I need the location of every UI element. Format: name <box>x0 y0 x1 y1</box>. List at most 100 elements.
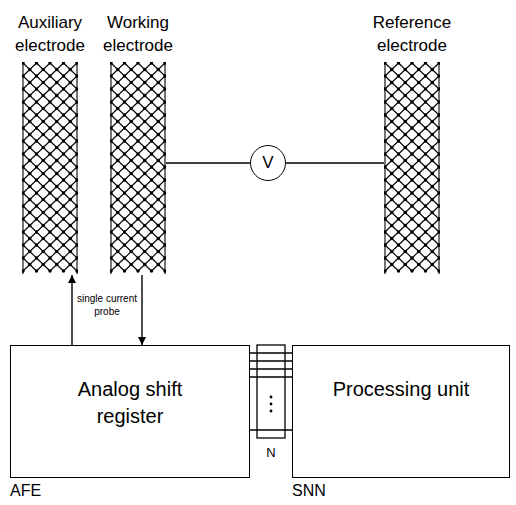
lattice-atom <box>55 146 58 149</box>
lattice-atom <box>404 172 407 175</box>
lattice-atom <box>130 263 133 266</box>
lattice-atom <box>417 237 420 240</box>
lattice-atom <box>431 133 434 136</box>
lattice-atom <box>123 230 126 233</box>
lattice-atom <box>431 81 434 84</box>
connector <box>250 368 292 369</box>
lattice-atom <box>136 256 139 259</box>
lattice-atom <box>42 120 45 123</box>
lattice-atom <box>75 152 78 155</box>
lattice-atom <box>417 172 420 175</box>
lattice-atom <box>143 94 146 97</box>
lattice-atom <box>136 113 139 116</box>
lattice-atom <box>143 81 146 84</box>
lattice-atom <box>22 243 25 246</box>
lattice-atom <box>62 139 65 142</box>
lattice-atom <box>116 211 119 214</box>
lattice-atom <box>150 87 153 90</box>
lattice-atom <box>410 269 413 272</box>
lattice-atom <box>384 243 387 246</box>
lattice-atom <box>116 159 119 162</box>
lattice-atom <box>424 126 427 129</box>
lattice-atom <box>431 159 434 162</box>
lattice-atom <box>48 165 51 168</box>
lattice-atom <box>136 269 139 272</box>
lattice-atom <box>397 62 400 65</box>
lattice-atom <box>384 256 387 259</box>
lattice-atom <box>35 126 38 129</box>
lattice-atom <box>110 152 113 155</box>
lattice-atom <box>424 204 427 207</box>
lattice-atom <box>397 165 400 168</box>
lattice-atom <box>42 198 45 201</box>
ellipsis-dot <box>270 410 273 413</box>
lattice-atom <box>143 211 146 214</box>
lattice-atom <box>150 74 153 77</box>
lattice-atom <box>424 243 427 246</box>
lattice-atom <box>150 178 153 181</box>
lattice-atom <box>42 68 45 71</box>
lattice-atom <box>437 74 440 77</box>
lattice-atom <box>110 100 113 103</box>
lattice-atom <box>136 152 139 155</box>
lattice-atom <box>35 87 38 90</box>
lattice-atom <box>417 250 420 253</box>
lattice-atom <box>22 74 25 77</box>
connector <box>250 429 292 430</box>
lattice-atom <box>390 263 393 266</box>
lattice-atom <box>397 74 400 77</box>
lattice-atom <box>390 159 393 162</box>
lattice-atom <box>75 230 78 233</box>
lattice-atom <box>35 191 38 194</box>
lattice-atom <box>437 113 440 116</box>
lattice-atom <box>62 230 65 233</box>
lattice-atom <box>143 237 146 240</box>
lattice-atom <box>404 81 407 84</box>
lattice-atom <box>75 87 78 90</box>
lattice-atom <box>48 139 51 142</box>
lattice-atom <box>48 100 51 103</box>
lattice-atom <box>384 165 387 168</box>
lattice-atom <box>28 159 31 162</box>
lattice-atom <box>75 165 78 168</box>
lattice-atom <box>424 165 427 168</box>
lattice-atom <box>116 198 119 201</box>
lattice-atom <box>143 68 146 71</box>
connector <box>286 162 384 163</box>
lattice-atom <box>163 62 166 65</box>
lattice-atom <box>431 120 434 123</box>
lattice-atom <box>390 68 393 71</box>
lattice-atom <box>390 185 393 188</box>
lattice-atom <box>55 120 58 123</box>
lattice-atom <box>28 224 31 227</box>
lattice-atom <box>55 198 58 201</box>
lattice-atom <box>384 178 387 181</box>
lattice-atom <box>410 152 413 155</box>
lattice-atom <box>28 237 31 240</box>
lattice-atom <box>28 211 31 214</box>
process-box: Processing unit <box>292 345 510 478</box>
lattice-atom <box>384 191 387 194</box>
lattice-atom <box>69 224 72 227</box>
lattice-atom <box>157 146 160 149</box>
lattice-atom <box>123 217 126 220</box>
lattice-atom <box>437 217 440 220</box>
lattice-atom <box>390 224 393 227</box>
lattice-atom <box>410 204 413 207</box>
lattice-atom <box>110 139 113 142</box>
lattice-atom <box>163 230 166 233</box>
lattice-atom <box>424 113 427 116</box>
lattice-atom <box>163 152 166 155</box>
lattice-atom <box>116 263 119 266</box>
lattice-atom <box>35 100 38 103</box>
lattice-atom <box>424 100 427 103</box>
lattice-atom <box>431 68 434 71</box>
lattice-atom <box>22 165 25 168</box>
lattice-atom <box>48 243 51 246</box>
lattice-atom <box>437 230 440 233</box>
lattice-atom <box>35 178 38 181</box>
lattice-atom <box>130 94 133 97</box>
voltmeter-circle: V <box>250 145 286 181</box>
lattice-atom <box>69 172 72 175</box>
lattice-atom <box>42 185 45 188</box>
